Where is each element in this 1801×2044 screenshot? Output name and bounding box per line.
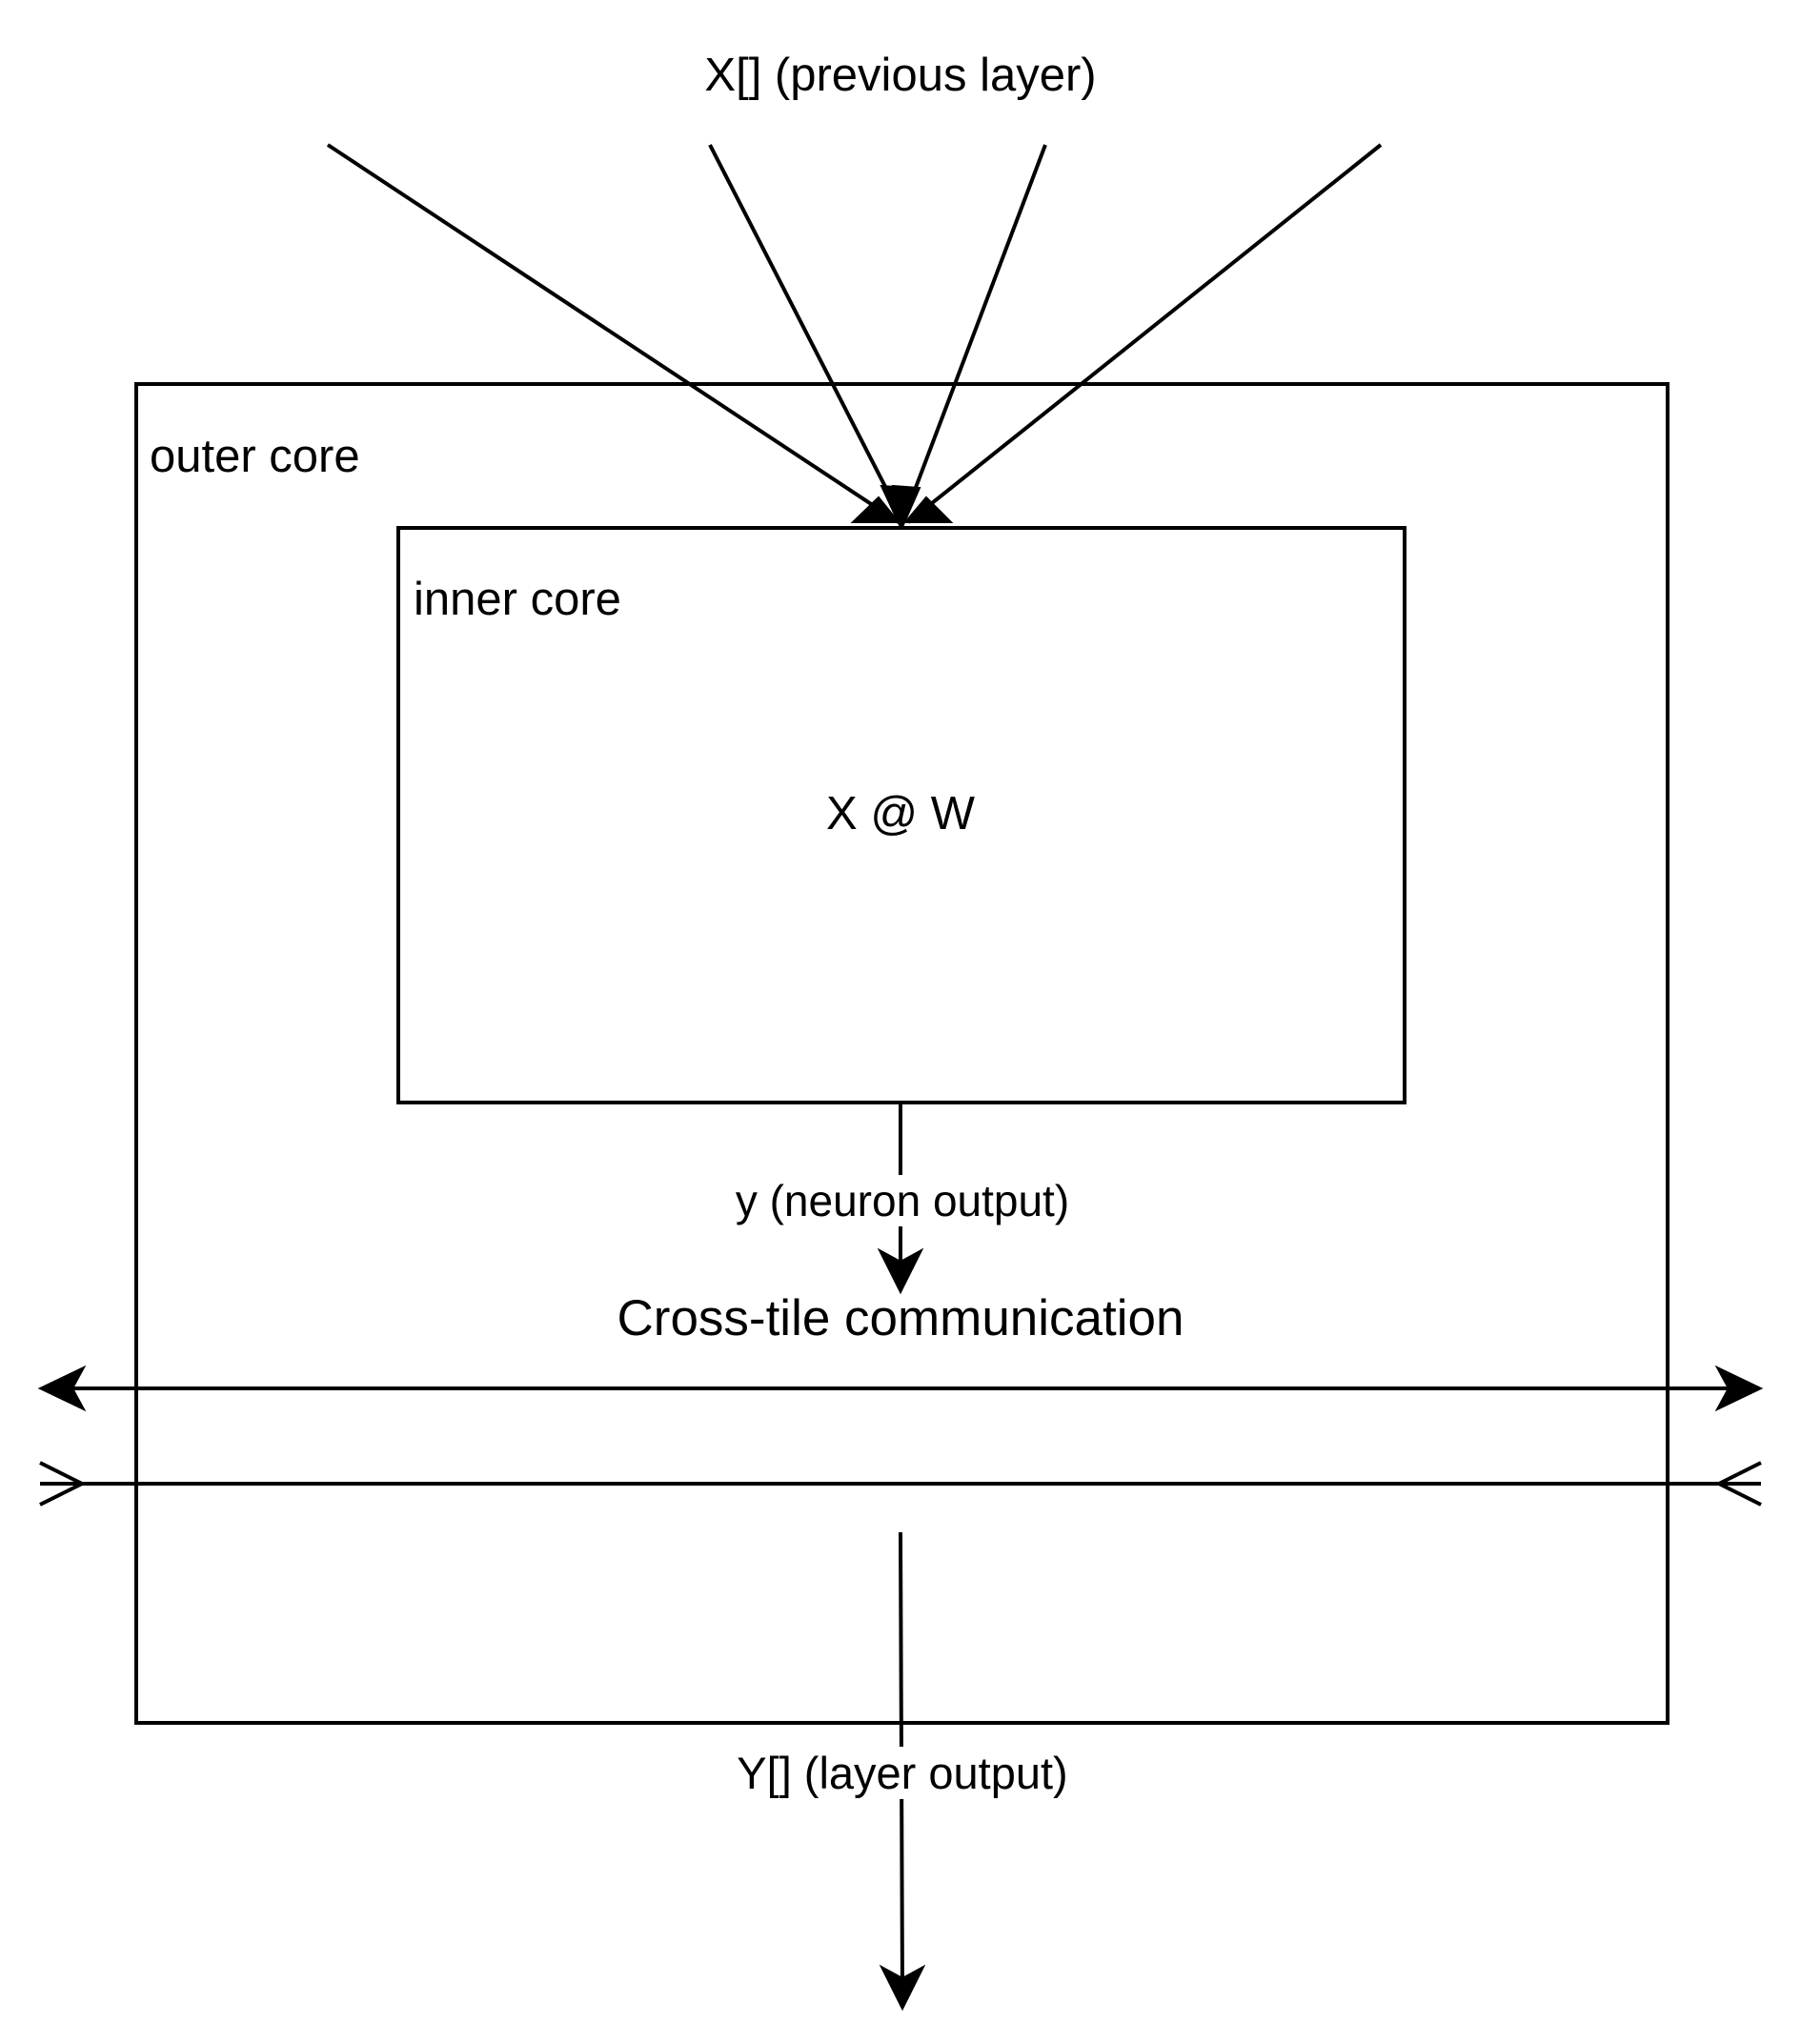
input-label: X[] (previous layer) xyxy=(704,50,1097,101)
cross-tile-communication-label: Cross-tile communication xyxy=(617,1290,1184,1346)
input-arrowhead-3 xyxy=(891,484,921,531)
cross-tile-right-arrowhead xyxy=(1714,1365,1764,1412)
input-arrow-3 xyxy=(904,144,1047,514)
layer-output-label: Y[] (layer output) xyxy=(733,1747,1072,1799)
cross-tile-incoming-left-head xyxy=(39,1461,87,1507)
input-arrowhead-4 xyxy=(902,496,954,523)
input-arrow-2 xyxy=(708,144,900,514)
neuron-output-label: y (neuron output) xyxy=(731,1175,1074,1226)
layer-output-arrowhead xyxy=(879,1964,926,2012)
outer-core-label: outer core xyxy=(150,431,360,482)
inner-core-box xyxy=(396,526,1406,1104)
neuron-output-arrowhead xyxy=(877,1247,924,1295)
input-arrowhead-1 xyxy=(850,496,901,523)
inner-core-label: inner core xyxy=(414,574,621,625)
cross-tile-incoming-right-head xyxy=(1714,1461,1762,1507)
cross-tile-left-arrowhead xyxy=(37,1365,87,1412)
input-arrow-1 xyxy=(326,143,900,524)
input-arrow-4 xyxy=(906,143,1383,524)
operation-label: X @ W xyxy=(826,788,975,840)
